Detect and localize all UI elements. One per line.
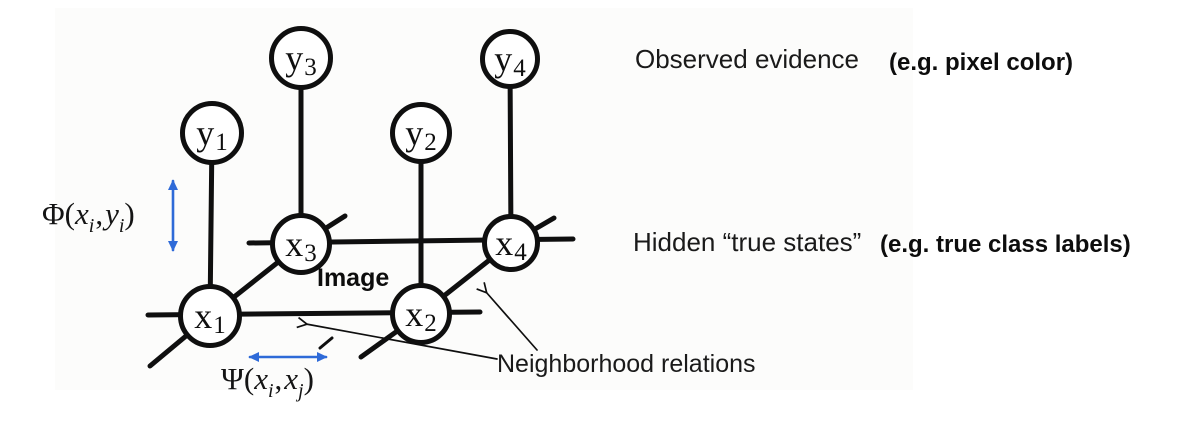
psi-symbol: Ψ: [221, 361, 244, 396]
stray-tick: [318, 336, 334, 350]
node-subscript: 4: [514, 238, 527, 266]
node-letter: x: [285, 224, 304, 264]
image-label: Image: [317, 264, 390, 292]
psi-potential-formula: Ψ(xi,xj): [221, 361, 314, 402]
node-letter: y: [405, 113, 424, 153]
hidden-states-example-label: (e.g. true class labels): [880, 231, 1131, 258]
hidden-states-label: Hidden “true states”: [633, 227, 862, 257]
observed-evidence-label: Observed evidence: [635, 44, 860, 74]
node-subscript: 1: [213, 311, 226, 339]
node-subscript: 2: [424, 128, 437, 156]
node-letter: x: [405, 294, 424, 334]
observed-evidence-example-label: (e.g. pixel color): [889, 49, 1074, 76]
pointer-to-x1-x2-edge: [306, 324, 498, 360]
node-letter: x: [495, 223, 514, 263]
edge-y4-x4: [507, 58, 514, 246]
node-subscript: 3: [304, 239, 317, 267]
node-subscript: 4: [513, 54, 526, 82]
pointer-to-x2-x4-edge: [486, 292, 538, 351]
annotation-arrows: [306, 292, 538, 360]
node-letter: y: [494, 39, 513, 79]
node-letter: x: [194, 296, 213, 336]
node-letter: y: [285, 38, 304, 78]
node-letter: y: [196, 113, 215, 153]
node-subscript: 1: [215, 128, 228, 156]
phi-symbol: Φ: [42, 196, 65, 231]
potential-span-arrows: [168, 179, 328, 362]
phi-potential-formula: Φ(xi,yi): [42, 196, 135, 237]
neighborhood-relations-label: Neighborhood relations: [497, 350, 756, 378]
node-subscript: 3: [304, 53, 317, 81]
node-subscript: 2: [424, 309, 437, 337]
